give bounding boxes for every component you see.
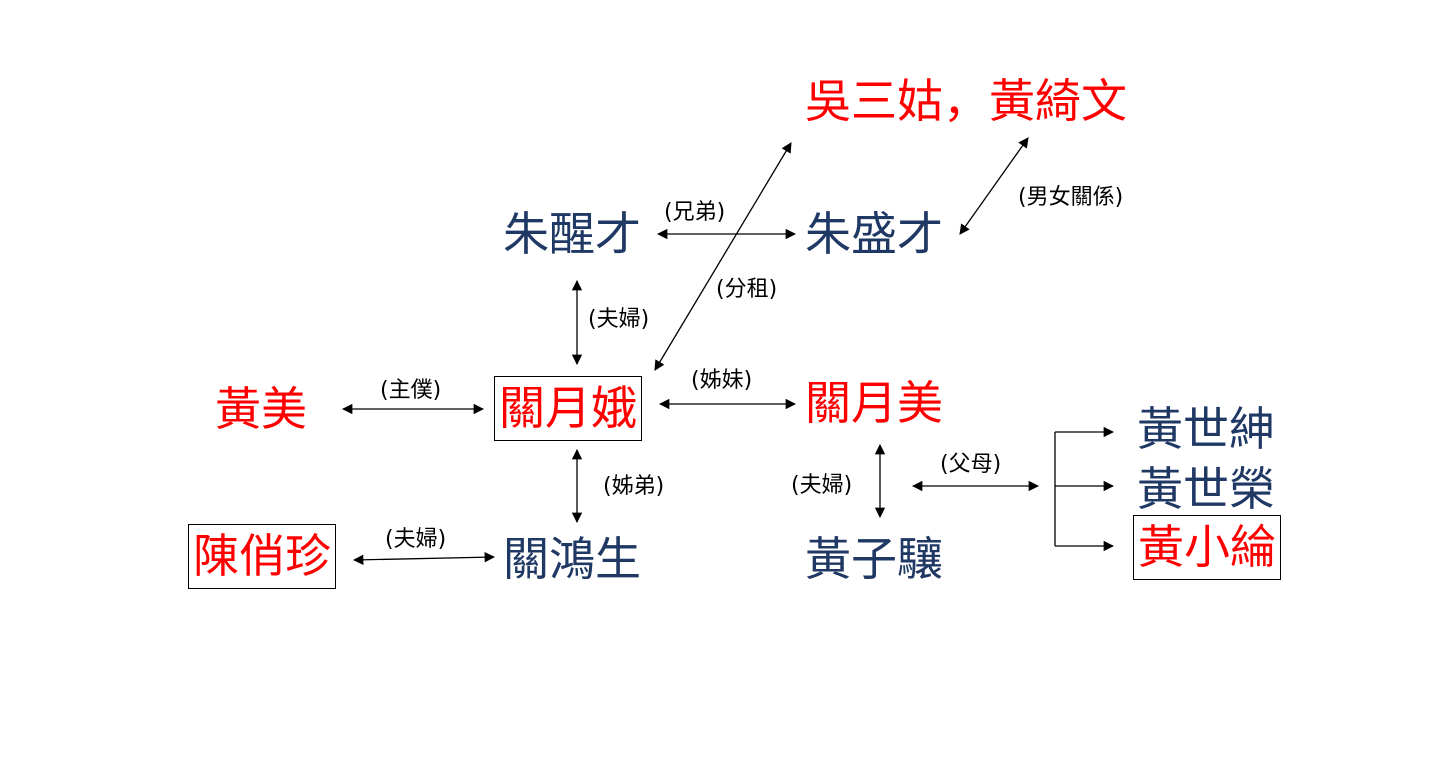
node-guan-yuemei: 關月美 [805,376,943,430]
label-master-servant: (主僕) [380,378,442,403]
node-chen-qiaozhen: 陳俏珍 [188,524,336,589]
label-couple-bottom: (夫婦) [385,527,447,552]
node-wu-sangu-huang-qiwen: 吳三姑，黃綺文 [805,74,1127,128]
node-zhu-xingcai: 朱醒才 [503,207,641,261]
lovers-link [959,137,1029,235]
node-huang-mei: 黃美 [215,382,307,436]
node-huang-shishen: 黃世紳 [1137,402,1275,456]
node-guan-hongsheng: 關鴻生 [503,532,641,586]
node-huang-xiaolun: 黃小綸 [1133,515,1281,580]
node-zhu-shengcai: 朱盛才 [805,207,943,261]
label-siblings: (姊弟) [603,474,665,499]
label-brothers: (兄弟) [664,200,726,225]
label-tenancy: (分租) [716,277,778,302]
label-sisters: (姊妹) [691,368,753,393]
label-parents: (父母) [940,452,1002,477]
label-couple-top: (夫婦) [588,307,650,332]
node-huang-zirang: 黃子驤 [805,532,943,586]
couple-bottom-link [352,552,496,565]
label-lovers: (男女關係) [1018,185,1124,210]
tenancy-link [654,142,792,371]
label-couple-right: (夫婦) [791,473,853,498]
node-guan-yuee: 關月娥 [494,376,642,441]
node-huang-shirong: 黃世榮 [1137,462,1275,516]
